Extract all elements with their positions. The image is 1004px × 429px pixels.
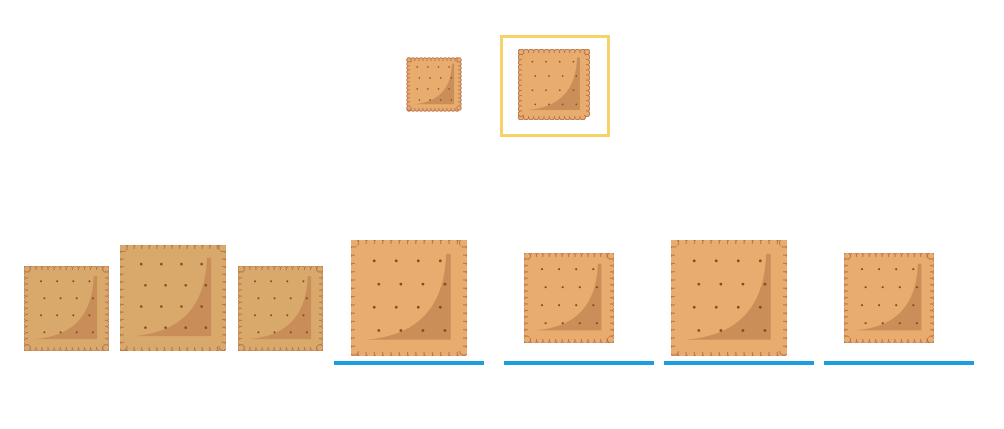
cracker-icon <box>671 240 787 356</box>
answer-slot-underline <box>504 361 654 365</box>
cracker-icon <box>24 266 109 351</box>
cracker-icon <box>238 266 323 351</box>
answer-slot-underline <box>334 361 484 365</box>
answer-slot-underline <box>824 361 974 365</box>
reference-option-medium[interactable] <box>518 49 590 120</box>
answer-slot-4[interactable] <box>844 253 934 343</box>
cracker-icon <box>524 253 614 343</box>
sequence-item <box>238 266 323 351</box>
cracker-icon <box>518 49 590 120</box>
answer-slot-2[interactable] <box>524 253 614 343</box>
cracker-icon <box>351 240 467 356</box>
answer-slot-3[interactable] <box>671 240 787 356</box>
sequence-item <box>24 266 109 351</box>
sequence-item <box>120 245 226 351</box>
reference-option-small[interactable] <box>406 57 462 112</box>
answer-slot-1[interactable] <box>351 240 467 356</box>
cracker-icon <box>844 253 934 343</box>
answer-slot-underline <box>664 361 814 365</box>
cracker-icon <box>406 57 462 112</box>
cracker-icon <box>120 245 226 351</box>
selection-highlight-frame <box>500 35 610 137</box>
